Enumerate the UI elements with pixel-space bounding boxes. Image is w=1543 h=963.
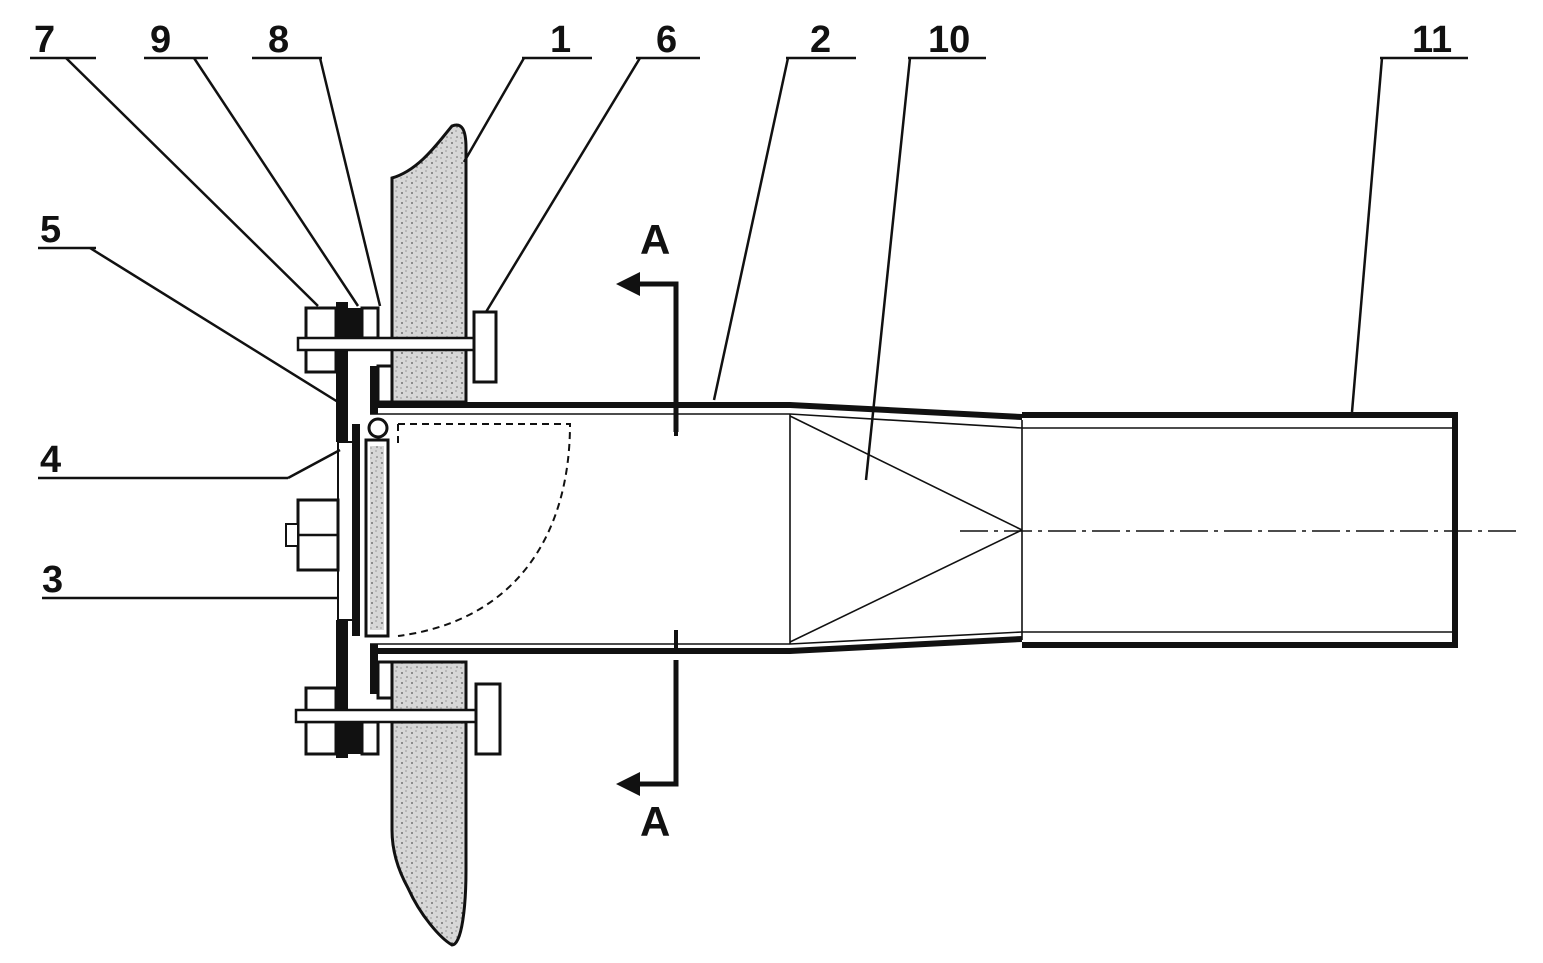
label-part-11: 11 <box>1412 19 1452 61</box>
section-label-bottom: A <box>640 798 670 845</box>
section-line-a <box>616 272 679 796</box>
label-part-6: 6 <box>656 19 677 61</box>
label-part-4: 4 <box>40 439 61 481</box>
label-part-7: 7 <box>34 19 55 61</box>
outlet-tube <box>1021 412 1458 648</box>
label-part-1: 1 <box>550 19 571 61</box>
label-part-10: 10 <box>928 19 970 61</box>
end-plate <box>285 302 390 758</box>
label-part-2: 2 <box>810 19 831 61</box>
upper-bolt <box>296 306 498 384</box>
burner-tube <box>370 364 1023 700</box>
label-part-8: 8 <box>268 19 289 61</box>
label-part-3: 3 <box>42 559 63 601</box>
flame-cone <box>789 415 1023 643</box>
lower-bolt <box>294 682 502 756</box>
section-label-top: A <box>640 216 670 263</box>
flame-envelope <box>397 423 572 637</box>
leaders <box>30 56 1468 600</box>
furnace-wall <box>390 123 468 947</box>
label-part-9: 9 <box>150 19 171 61</box>
label-part-5: 5 <box>40 209 61 251</box>
